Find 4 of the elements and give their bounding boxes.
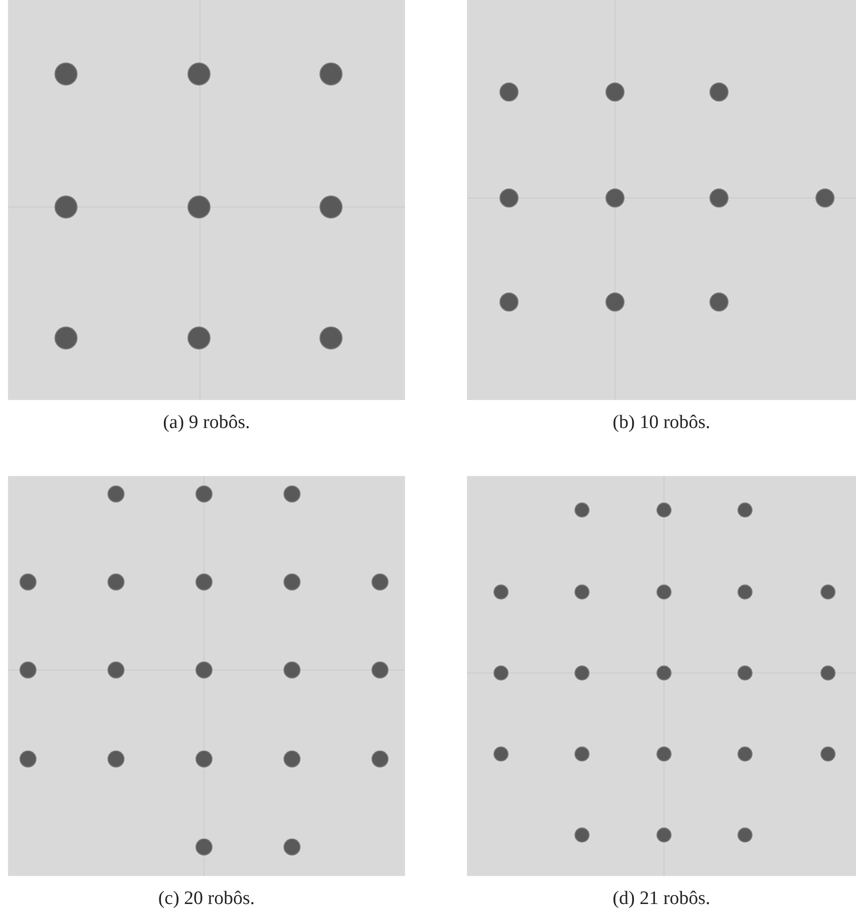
figure-caption: (c) 20 robôs. <box>158 888 255 910</box>
figure-caption: (a) 9 robôs. <box>162 412 250 434</box>
figure-caption: (d) 21 robôs. <box>612 888 710 910</box>
figure-caption: (b) 10 robôs. <box>612 412 710 434</box>
